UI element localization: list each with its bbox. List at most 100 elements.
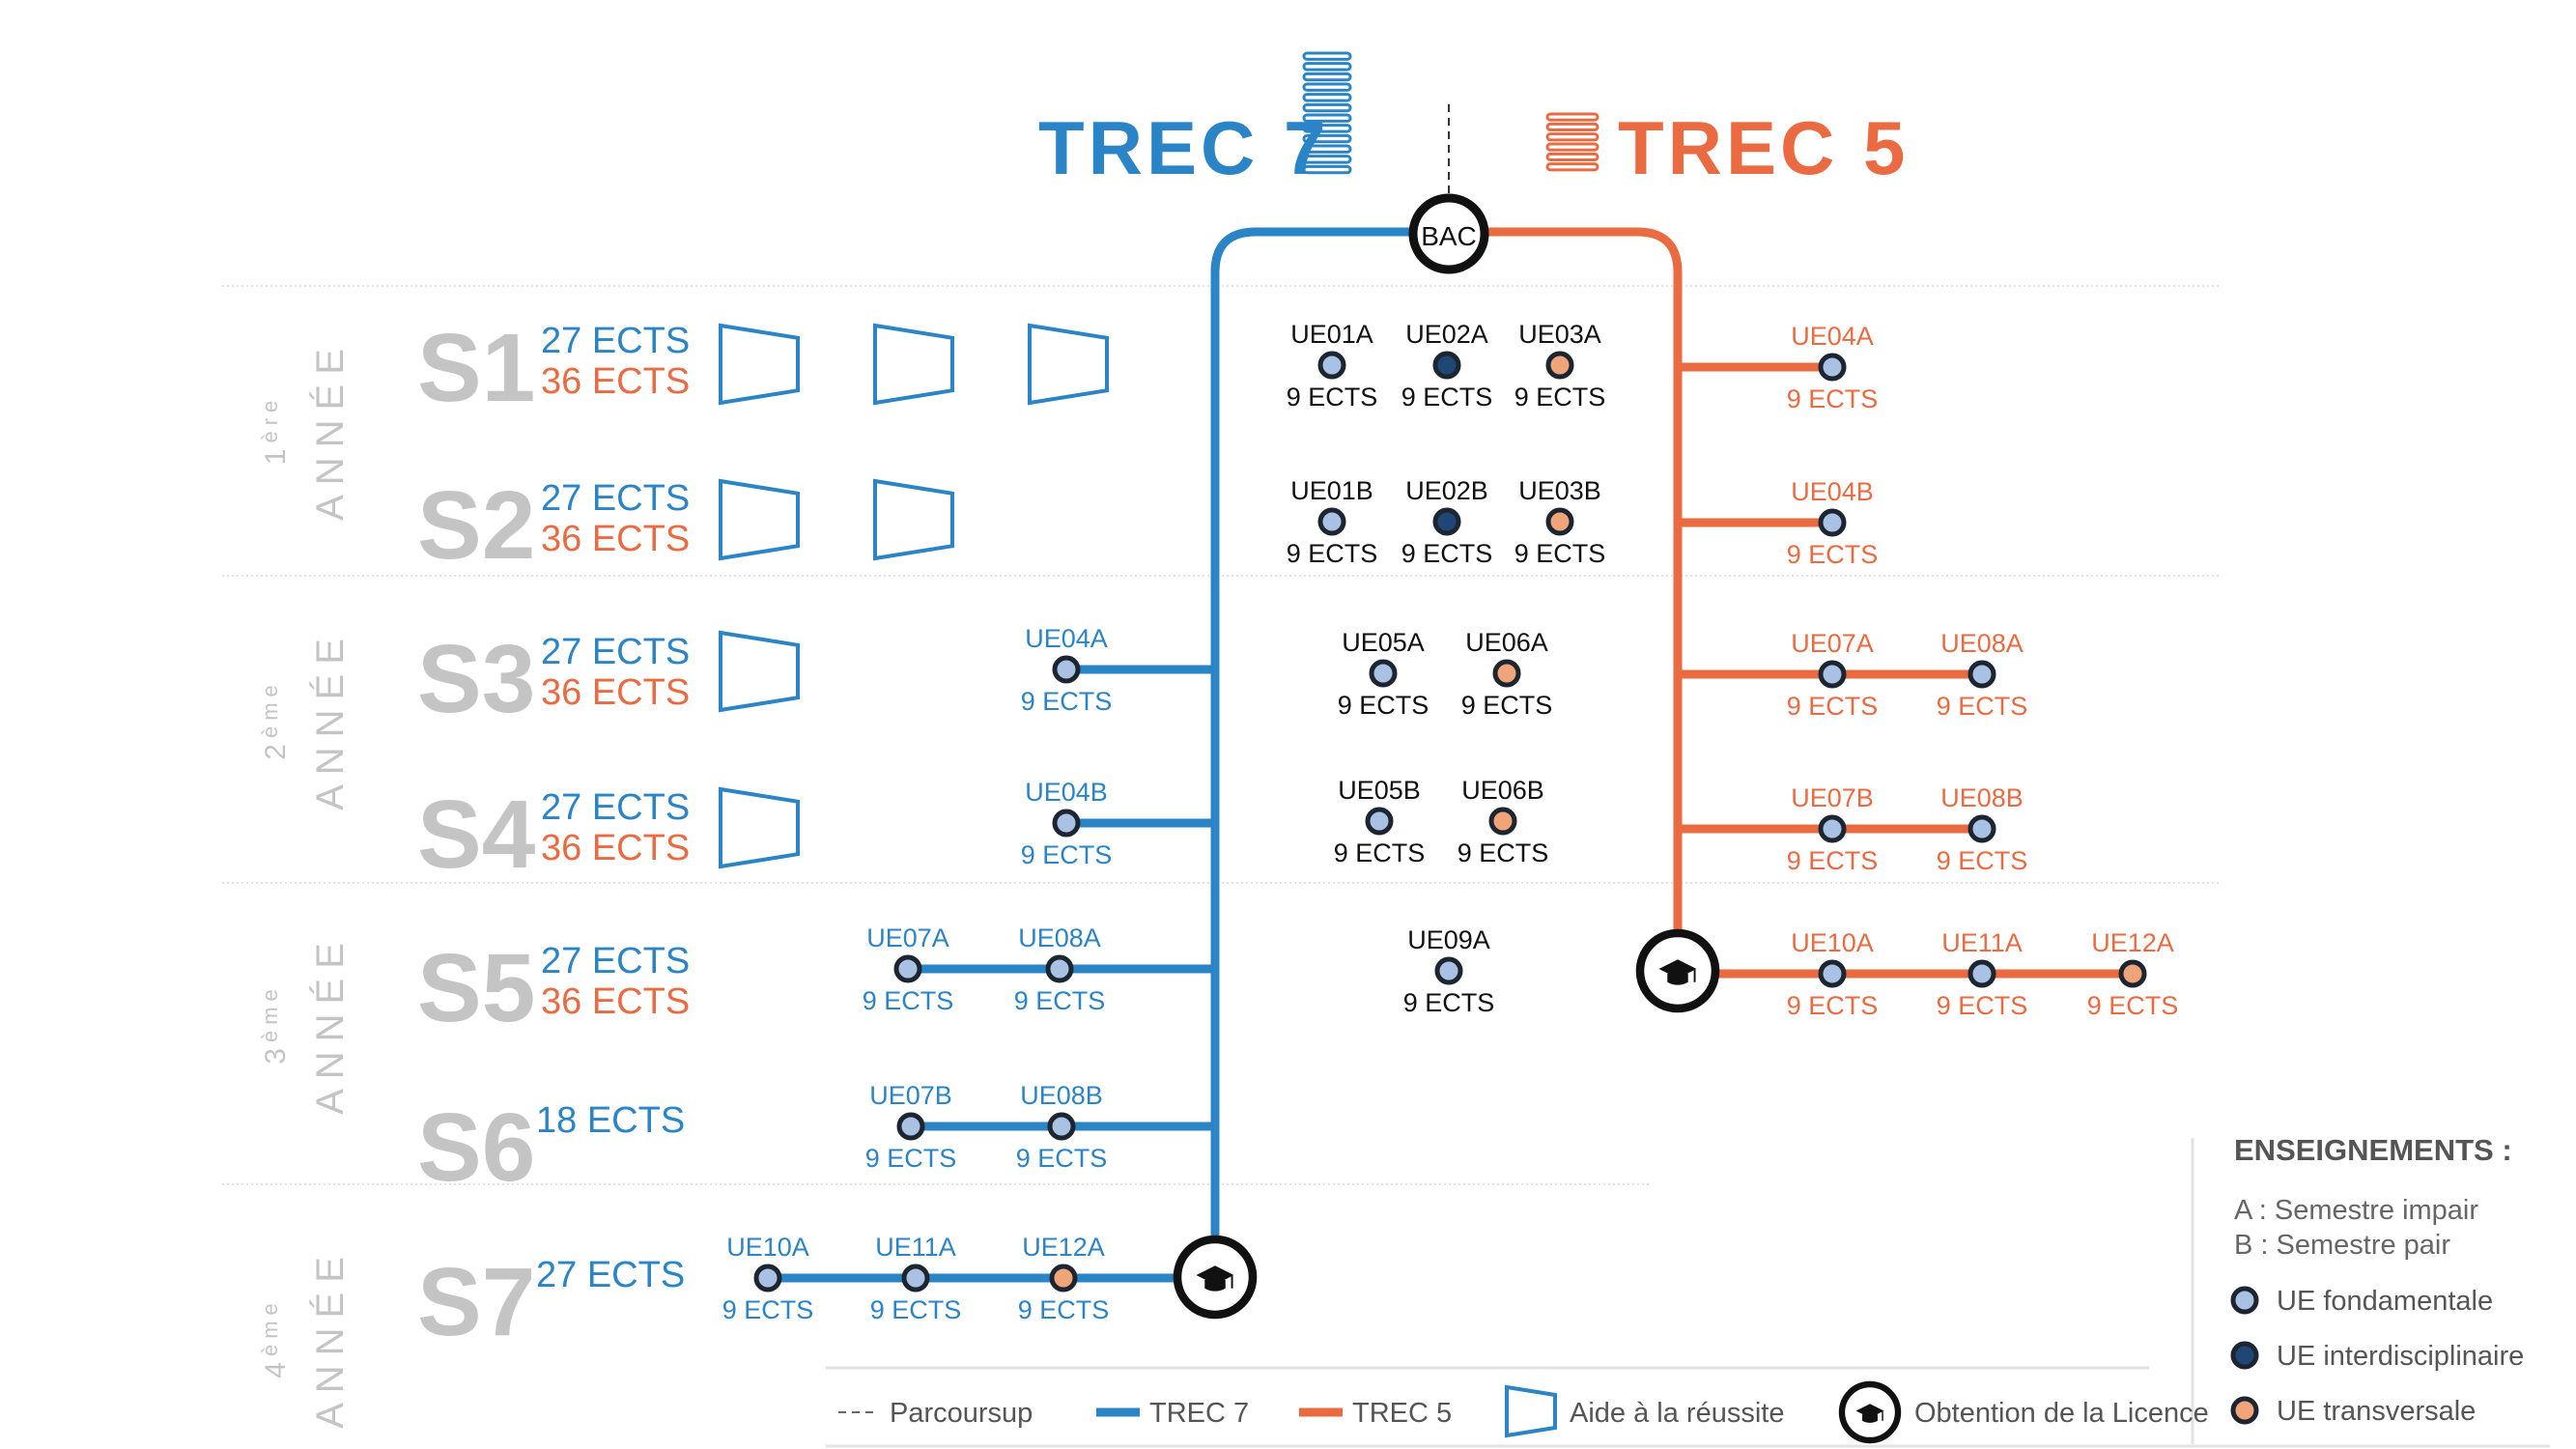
semester-ects-trec7: 27 ECTS [541,321,690,361]
year-number: 1ère [258,395,292,465]
ue-code: UE10A [726,1233,809,1262]
semester-label: S7 [417,1248,535,1356]
year-prefix: 2 [260,738,292,760]
ue-fondamentale-dot [1818,959,1847,988]
legend-ue-transversale: UE transversale [2277,1396,2476,1427]
graduation-cap-base [1204,1279,1226,1292]
spring-coil [1302,102,1352,113]
spring-coil [1302,124,1352,133]
bac-label: BAC [1421,221,1477,251]
year-suffix: ère [258,395,282,443]
ue-fondamentale-dot [1818,353,1847,382]
ue-fondamentale-dot [1052,655,1081,684]
ue-ects: 9 ECTS [863,986,954,1015]
ue-code: UE09A [1407,925,1490,954]
semester-label: S3 [417,625,535,733]
spring-coil [1545,162,1599,172]
ue-interdisciplinaire-dot [1432,507,1461,536]
ue-ects: 9 ECTS [1016,1144,1108,1173]
ue-fondamentale-dot [1317,507,1346,536]
semester-ects-trec5: 36 ECTS [541,361,690,402]
ue-ects: 9 ECTS [1018,1295,1110,1324]
semester-ects-trec5: 36 ECTS [541,672,690,713]
ue-ects: 9 ECTS [2087,991,2179,1020]
ue-node: UE12A 9 ECTS [1018,1233,1110,1324]
ue-ects: 9 ECTS [1458,838,1549,867]
aide-reussite-icon [719,478,800,561]
spring-coil [1545,152,1599,162]
ue-node: UE08A 9 ECTS [1937,629,2028,721]
ue-transversale-dot [1545,507,1574,536]
semester-label: S5 [417,934,535,1042]
ue-code: UE06A [1465,628,1548,657]
legend-ue-interdisciplinaire-dot [2230,1341,2259,1370]
ue-ects: 9 ECTS [1021,687,1113,716]
ue-code: UE04B [1025,778,1108,807]
year-word: ANNÉE [308,1247,352,1429]
year-word: ANNÉE [308,629,352,810]
aide-reussite-icon [719,323,800,406]
semester-ects-trec7: 18 ECTS [536,1100,685,1141]
ue-code: UE05B [1338,776,1421,805]
ue-ects: 9 ECTS [865,1144,957,1173]
aide-reussite-icon [873,323,954,406]
ue-code: UE01B [1290,476,1373,505]
spring-coil [1302,71,1352,82]
ue-fondamentale-dot [901,1264,930,1293]
ue-fondamentale-dot [1047,1112,1076,1141]
ue-code: UE10A [1791,928,1874,957]
ue-code: UE12A [1022,1233,1105,1262]
aide-reussite-icon [1028,323,1109,406]
ue-fondamentale-dot [1052,809,1081,838]
semester-label: S2 [417,471,535,580]
ue-ects: 9 ECTS [870,1295,962,1324]
ue-transversale-dot [1492,659,1521,688]
spring-coil [1302,164,1352,175]
ue-fondamentale-dot [1967,814,1996,843]
graduation-cap-base [1862,1414,1878,1423]
help-icons [719,323,1109,869]
spring-coil [1545,112,1599,122]
year-number: 3ème [258,983,292,1064]
spring-coil [1545,132,1599,142]
ue-fondamentale-dot [1967,660,1996,689]
ue-ects: 9 ECTS [1937,692,2028,721]
legend-licence-marker [1838,1380,1902,1444]
semester-ects-trec5: 36 ECTS [541,828,690,868]
ue-ects: 9 ECTS [1514,539,1606,568]
trec7-title: TREC 7 [1038,105,1329,190]
ue-code: UE02B [1405,476,1488,505]
ue-code: UE08A [1940,629,2024,658]
trec7-licence-marker [1173,1235,1258,1320]
ue-fondamentale-dot [1818,660,1847,689]
year-prefix: 4 [260,1356,292,1378]
year-suffix: ème [258,983,282,1042]
ue-ects: 9 ECTS [1287,383,1378,412]
year-dividers [222,285,2222,1185]
ue-ects: 9 ECTS [1937,991,2028,1020]
trec5-licence-marker [1635,928,1720,1013]
semester-ects-trec5: 36 ECTS [541,519,690,559]
bac-node [1408,193,1489,274]
ue-ects: 9 ECTS [1401,383,1493,412]
spring-coil [1302,113,1352,123]
semester-ects-trec7: 27 ECTS [541,941,690,981]
ue-fondamentale-dot [753,1264,782,1293]
ue-code: UE11A [875,1233,956,1262]
legend-trec7: TREC 7 [1149,1398,1249,1429]
ue-code: UE07A [866,923,949,952]
